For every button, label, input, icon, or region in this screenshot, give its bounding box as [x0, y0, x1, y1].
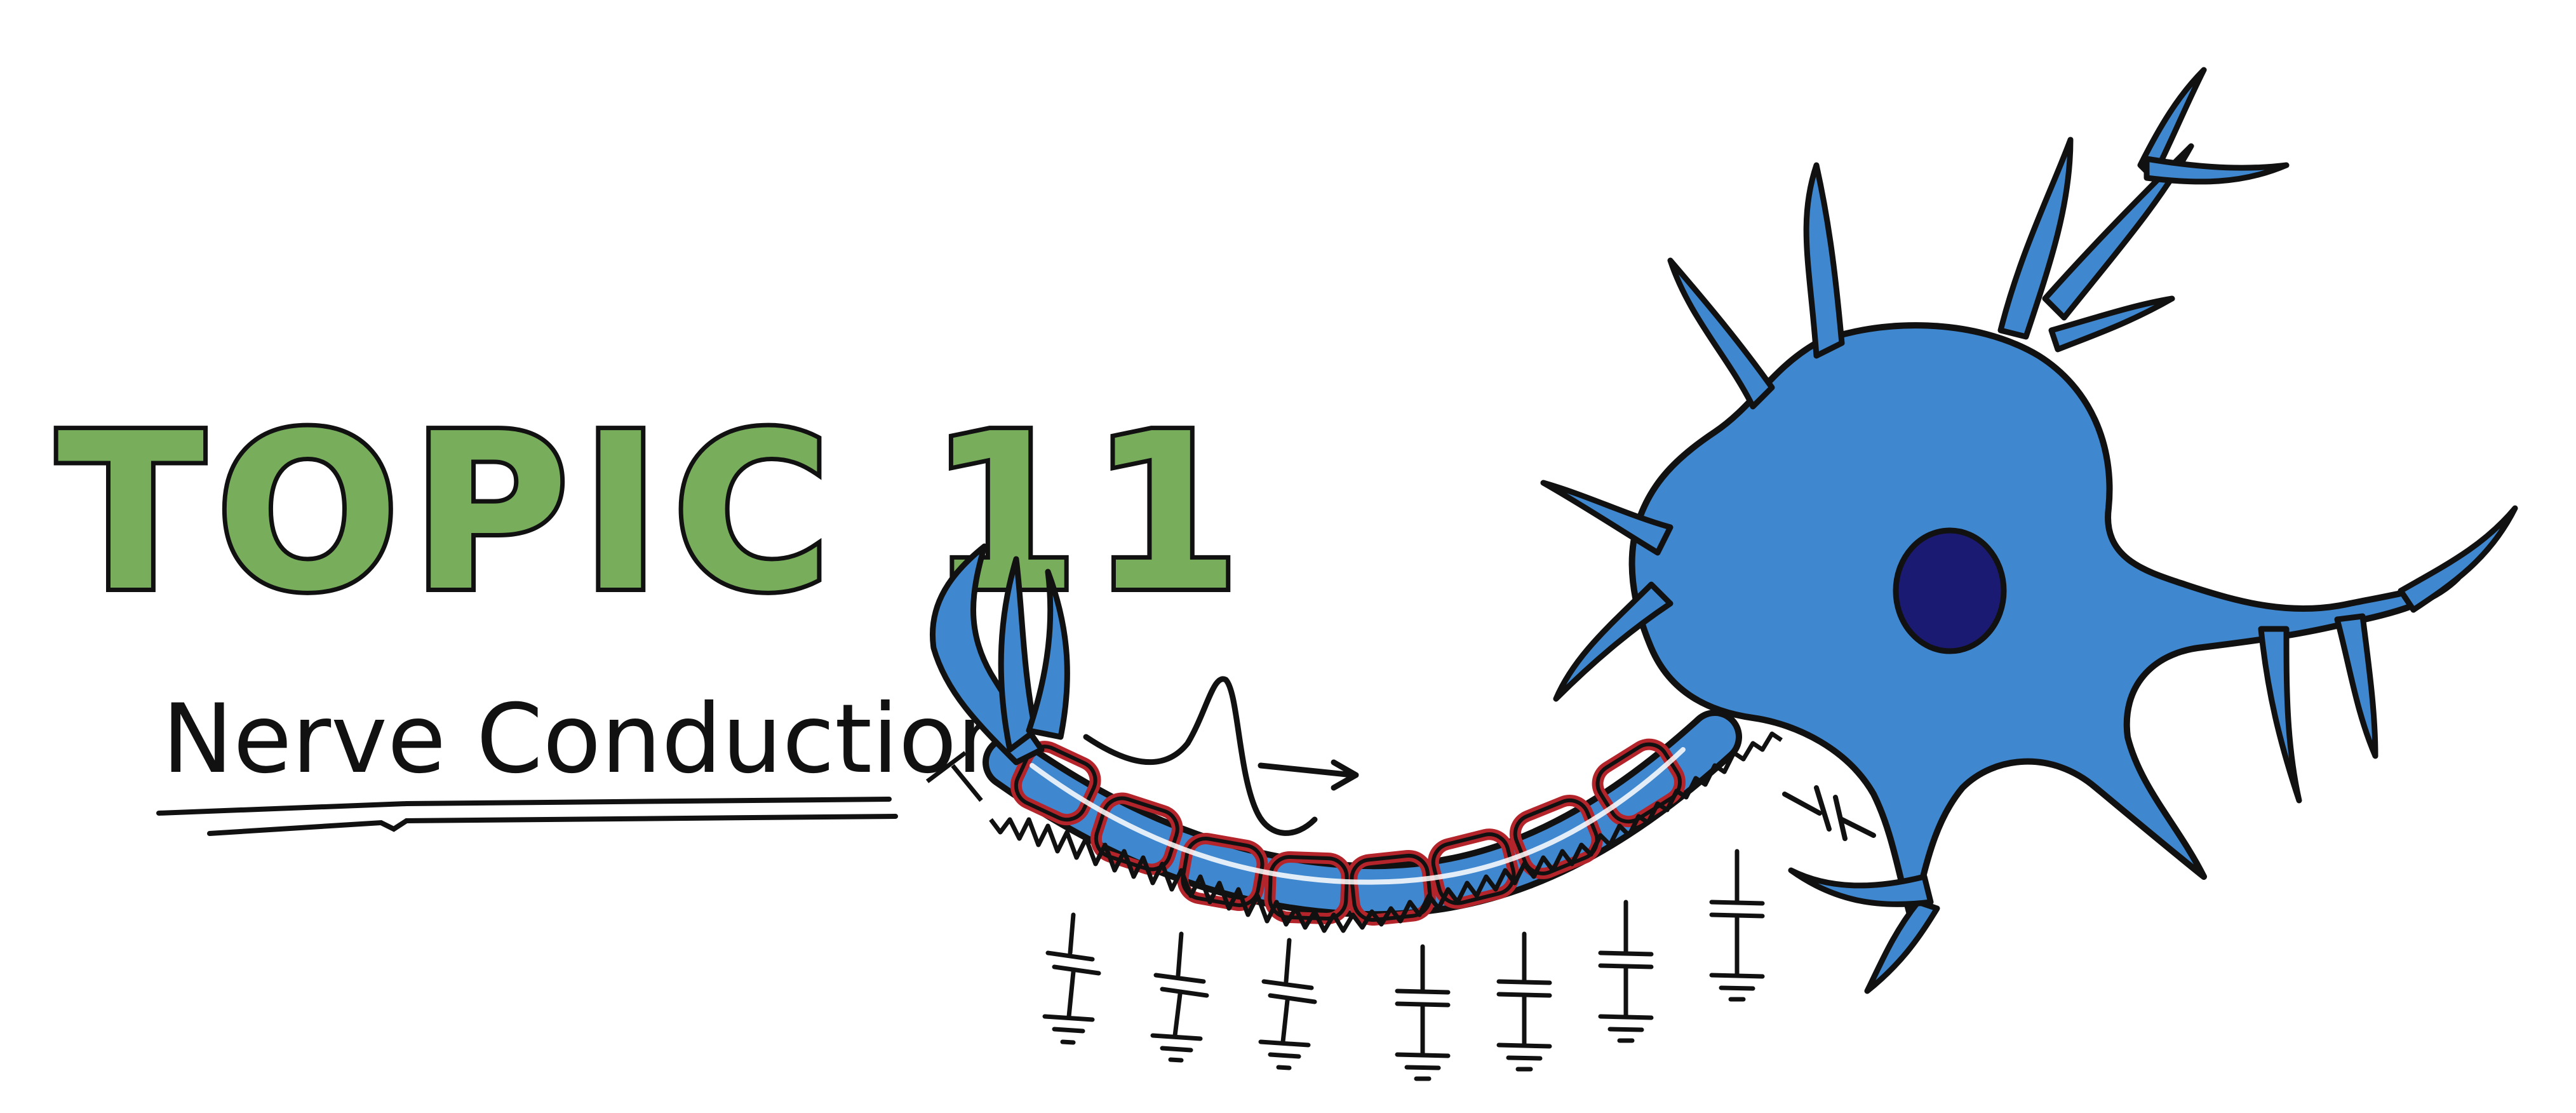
topic-subtitle: Nerve Conduction	[162, 684, 1017, 795]
subtitle-underline	[156, 797, 898, 836]
capacitor-icon	[1782, 785, 1876, 841]
topic-title: TOPIC 11	[57, 388, 1252, 639]
neuron-icon	[1540, 67, 2518, 994]
axon-terminal	[930, 543, 1070, 766]
ground-symbols	[1042, 849, 1765, 1081]
action-potential-waveform-icon	[1083, 676, 1359, 836]
resistor-icon	[925, 731, 1783, 933]
